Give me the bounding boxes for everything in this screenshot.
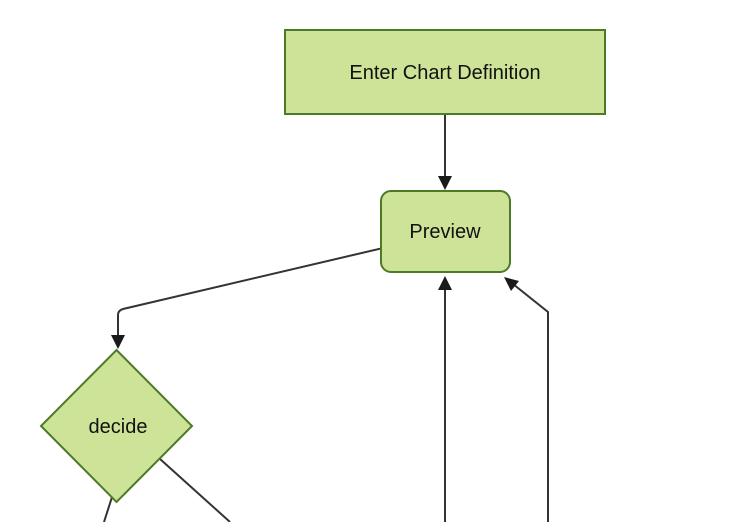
node-layer: Enter Chart Definition Preview decide bbox=[39, 29, 606, 504]
edge-decide-down bbox=[103, 493, 114, 522]
node-enter-chart-definition: Enter Chart Definition bbox=[284, 29, 606, 115]
edge-preview-to-decide bbox=[111, 247, 384, 349]
node-decide: decide bbox=[39, 348, 194, 504]
diamond-shape bbox=[39, 348, 194, 504]
edge-return-to-preview-vertical bbox=[438, 276, 452, 522]
edge-decide-down-right bbox=[149, 449, 231, 522]
arrowhead-down-icon bbox=[111, 335, 125, 349]
arrowhead-up-left-icon bbox=[504, 277, 519, 291]
edge-layer bbox=[103, 114, 549, 522]
node-label: decide bbox=[89, 416, 148, 438]
rectangle-shape bbox=[284, 29, 606, 115]
arrowhead-down-icon bbox=[438, 176, 452, 190]
arrowhead-up-icon bbox=[438, 276, 452, 290]
edge-enter-to-preview bbox=[438, 114, 452, 190]
node-preview: Preview bbox=[380, 190, 511, 273]
node-label: Preview bbox=[409, 221, 481, 243]
edge-return-to-preview-bent bbox=[504, 277, 549, 522]
node-label: Enter Chart Definition bbox=[349, 62, 540, 84]
rounded-rectangle-shape bbox=[380, 190, 511, 273]
